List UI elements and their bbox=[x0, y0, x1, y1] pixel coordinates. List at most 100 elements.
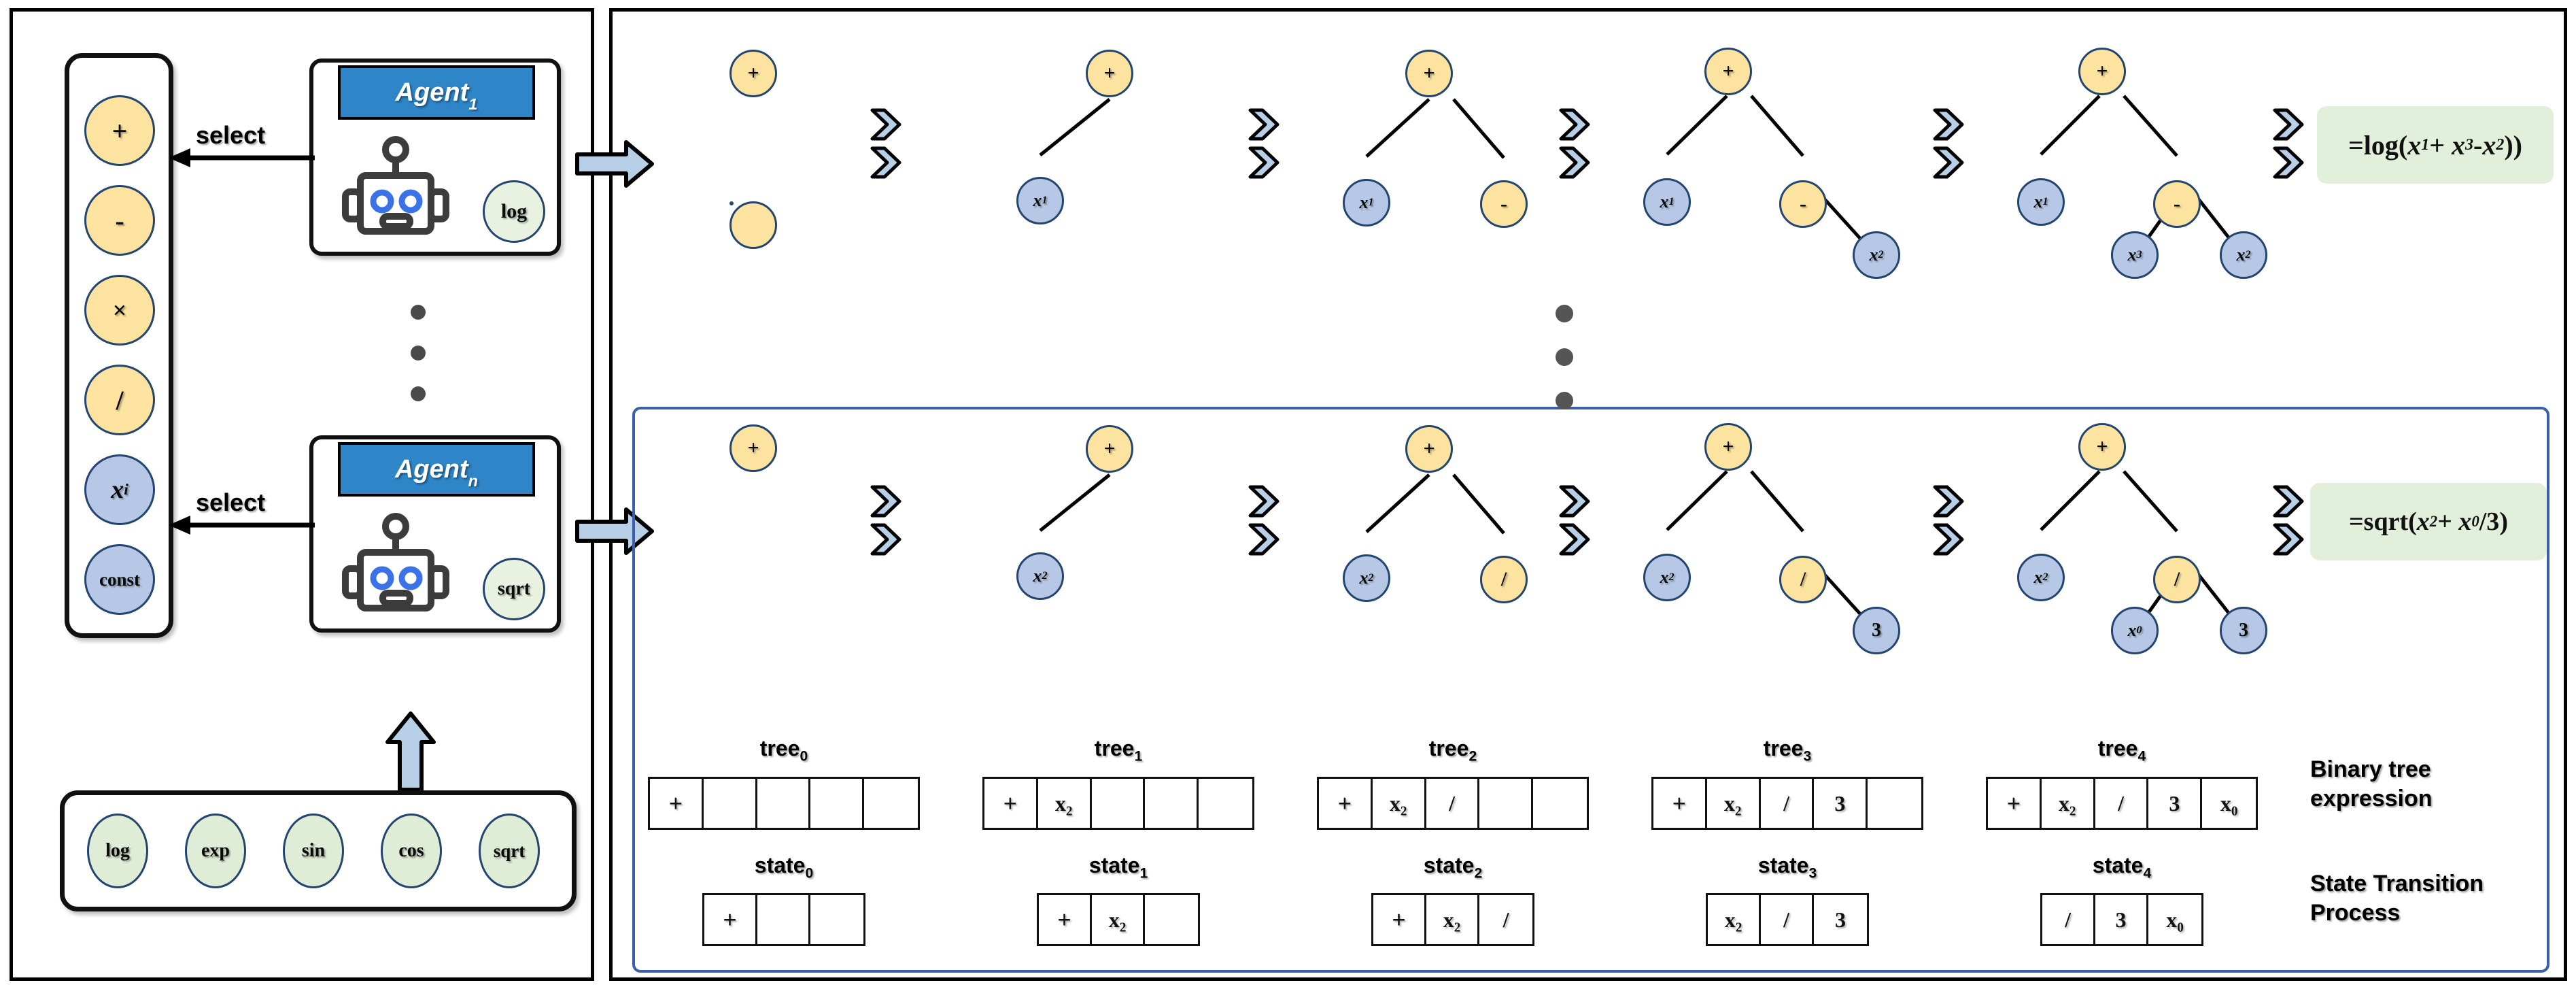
chevron-right-icon bbox=[1557, 484, 1592, 558]
caption-line: expression bbox=[2310, 785, 2433, 811]
function-label: exp bbox=[201, 840, 230, 861]
tree-table-label: tree4 bbox=[2054, 736, 2190, 765]
label-text: tree bbox=[1428, 736, 1469, 760]
terminal-label: x bbox=[111, 475, 124, 504]
table-cell bbox=[1145, 895, 1198, 944]
table-cell: 3 bbox=[2148, 779, 2203, 828]
table-cell bbox=[810, 895, 863, 944]
tree-node: + bbox=[1405, 50, 1453, 97]
function-node-sin[interactable]: sin bbox=[283, 814, 344, 888]
tree-node: + bbox=[729, 50, 777, 97]
select-label-1: select bbox=[196, 121, 266, 149]
chevron-right-icon bbox=[1246, 107, 1282, 181]
table-cell bbox=[1092, 779, 1146, 828]
label-text: state bbox=[1423, 853, 1475, 877]
state-table-label: state2 bbox=[1385, 853, 1521, 882]
table-cell: / bbox=[1761, 895, 1815, 944]
agent-ellipsis-dot bbox=[411, 346, 426, 361]
operator-label: + bbox=[111, 115, 128, 146]
agent-n-selected-function[interactable]: sqrt bbox=[483, 558, 545, 620]
row-ellipsis-dot bbox=[1556, 305, 1573, 322]
tree-table-label: tree1 bbox=[1050, 736, 1186, 765]
state-transition-region bbox=[632, 407, 2549, 973]
table-cell bbox=[810, 779, 865, 828]
label-sub: 1 bbox=[1139, 865, 1148, 882]
tree-table-row: + x₂ / 3 x₀ bbox=[1986, 777, 2258, 830]
table-cell: / bbox=[2042, 895, 2096, 944]
function-node-sqrt[interactable]: sqrt bbox=[479, 814, 540, 888]
function-node-cos[interactable]: cos bbox=[381, 814, 442, 888]
label-sub: 4 bbox=[2137, 748, 2146, 765]
row-ellipsis-dot bbox=[1556, 348, 1573, 366]
agent-1-selected-function[interactable]: log bbox=[483, 180, 545, 243]
terminal-label: const bbox=[99, 569, 140, 590]
label-text: tree bbox=[759, 736, 800, 760]
table-cell: + bbox=[1373, 895, 1427, 944]
arrow-left-icon bbox=[169, 512, 315, 539]
operator-node-times[interactable]: × bbox=[84, 275, 155, 346]
tree-edges bbox=[979, 416, 1197, 620]
tree-edges bbox=[1319, 41, 1577, 258]
tree-table-row: + bbox=[648, 777, 920, 830]
tree-node: + bbox=[1704, 423, 1752, 471]
table-cell: / bbox=[1502, 907, 1509, 932]
tree-edges bbox=[1319, 416, 1577, 634]
label-sub: 4 bbox=[2143, 865, 2152, 882]
label-sub: 0 bbox=[805, 865, 814, 882]
function-node-log[interactable]: log bbox=[87, 814, 148, 888]
state-transition-caption: State Transition Process bbox=[2310, 869, 2555, 927]
table-cell: x₀ bbox=[2166, 907, 2184, 932]
table-cell: x₂ bbox=[2042, 779, 2095, 828]
state-table-row: + bbox=[702, 893, 865, 946]
table-cell: + bbox=[1319, 779, 1373, 828]
tree-node: + bbox=[1704, 48, 1752, 95]
table-cell bbox=[757, 895, 811, 944]
table-cell: x₂ bbox=[1708, 895, 1762, 944]
tree-node: / bbox=[2153, 556, 2201, 603]
tree-node: - bbox=[1480, 180, 1528, 228]
chevron-right-icon bbox=[868, 107, 904, 181]
tree-node: + bbox=[1086, 425, 1133, 473]
table-cell: x₂ bbox=[1038, 779, 1092, 828]
block-arrow-up-icon bbox=[385, 711, 436, 792]
terminal-node-const[interactable]: const bbox=[84, 544, 155, 615]
tree-node: + bbox=[2078, 423, 2126, 471]
caption-line: Binary tree bbox=[2310, 756, 2431, 782]
operator-node-minus[interactable]: - bbox=[84, 185, 155, 256]
chevron-right-icon bbox=[868, 484, 904, 558]
table-cell: / bbox=[1761, 779, 1815, 828]
table-cell bbox=[704, 779, 757, 828]
caption-line: Process bbox=[2310, 899, 2401, 926]
operator-label: × bbox=[112, 297, 127, 324]
table-cell: 3 bbox=[1835, 907, 1847, 932]
chevron-right-icon bbox=[1931, 484, 1966, 558]
operator-node-divide[interactable]: / bbox=[84, 365, 155, 435]
table-cell bbox=[1479, 779, 1534, 828]
state-table-row: x₂ / 3 bbox=[1706, 893, 1869, 946]
function-label: log bbox=[105, 840, 130, 861]
agent-title-text: Agent bbox=[394, 454, 468, 484]
operator-node-plus[interactable]: + bbox=[84, 95, 155, 166]
state-table-row: + x₂ bbox=[1037, 893, 1200, 946]
label-text: state bbox=[1757, 853, 1809, 877]
function-node-exp[interactable]: exp bbox=[185, 814, 246, 888]
tree-node bbox=[729, 201, 777, 249]
formula-suffix: )) bbox=[2504, 129, 2522, 161]
label-text: state bbox=[754, 853, 806, 877]
state-table-row: + x₂ / bbox=[1371, 893, 1534, 946]
function-label: cos bbox=[398, 840, 424, 861]
chevron-right-icon bbox=[1931, 107, 1966, 181]
function-label: sin bbox=[301, 840, 326, 861]
operator-label: / bbox=[116, 384, 124, 416]
label-sub: 0 bbox=[800, 748, 808, 765]
